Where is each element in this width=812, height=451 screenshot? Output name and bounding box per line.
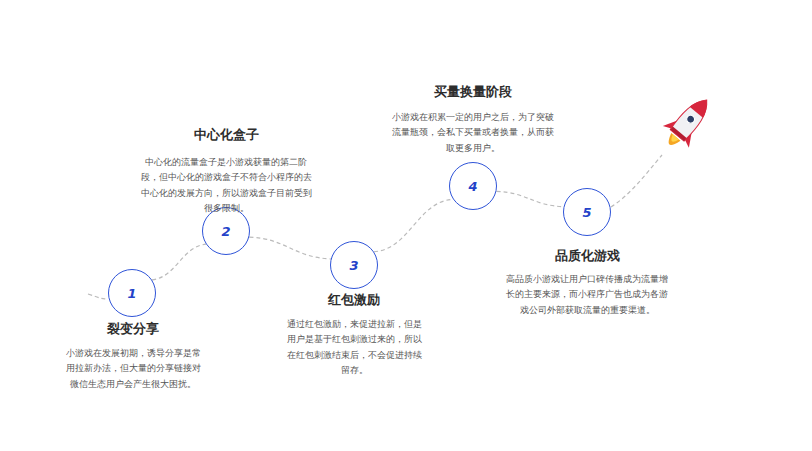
lead-out-line [611,155,662,207]
lead-in-line [88,294,108,299]
dashed-connector [249,237,331,259]
dashed-connector [374,199,453,251]
step-circle: 4 [449,162,497,210]
step-number: 2 [221,224,230,239]
step-circle: 2 [202,207,250,255]
step-description: 通过红包激励，来促进拉新，但是用户是基于红包刺激过来的，所以在红包刺激结束后，不… [285,317,423,378]
dashed-connector [496,191,563,206]
step-heading: 中心化盒子 [194,126,259,144]
step-number: 5 [582,205,591,220]
step-number: 4 [468,179,477,194]
step-heading: 买量换量阶段 [434,83,512,101]
step-circle: 3 [330,241,378,289]
rocket-icon [656,89,719,155]
dashed-connector [152,244,206,280]
step-number: 3 [349,258,358,273]
step-description: 小游戏在积累一定的用户之后，为了突破流量瓶颈，会私下买量或者换量，从而获取更多用… [392,110,554,156]
step-heading: 红包激励 [328,291,380,309]
step-heading: 品质化游戏 [555,247,620,265]
step-circle: 5 [563,188,611,236]
step-number: 1 [127,286,136,301]
step-description: 高品质小游戏让用户口碑传播成为流量增长的主要来源，而小程序广告也成为各游戏公司外… [505,272,669,318]
step-heading: 裂变分享 [107,320,159,338]
step-circle: 1 [108,269,156,317]
step-description: 中心化的流量盒子是小游戏获量的第二阶段，但中心化的游戏盒子不符合小程序的去中心化… [140,155,312,216]
step-description: 小游戏在发展初期，诱导分享是常用拉新办法，但大量的分享链接对微信生态用户会产生很… [63,346,203,392]
